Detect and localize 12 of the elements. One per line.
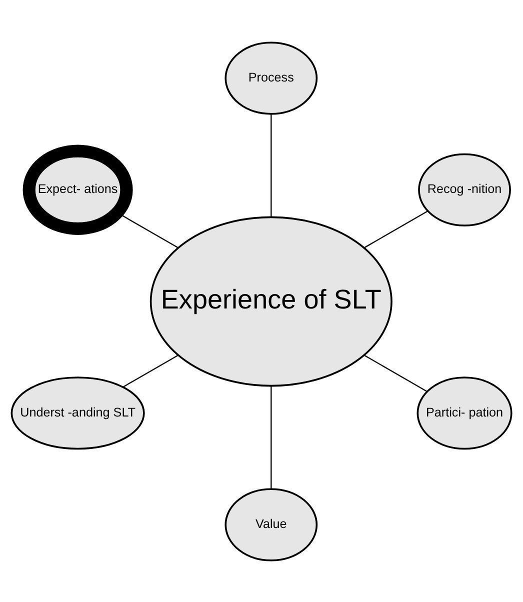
connector [270,385,272,488]
connector [270,114,272,217]
node-ellipse: Experience of SLT [150,216,392,386]
connector [122,354,178,388]
connector [364,354,428,392]
connector [364,210,428,248]
node-ellipse: Value [224,488,318,561]
node-ellipse: Partici- pation [416,376,512,450]
node-ellipse: Process [224,41,318,114]
node-ellipse: Recog -nition [418,152,511,226]
node-ellipse: Underst -anding SLT [10,376,145,450]
node-ellipse: Expect- ations [22,144,133,234]
